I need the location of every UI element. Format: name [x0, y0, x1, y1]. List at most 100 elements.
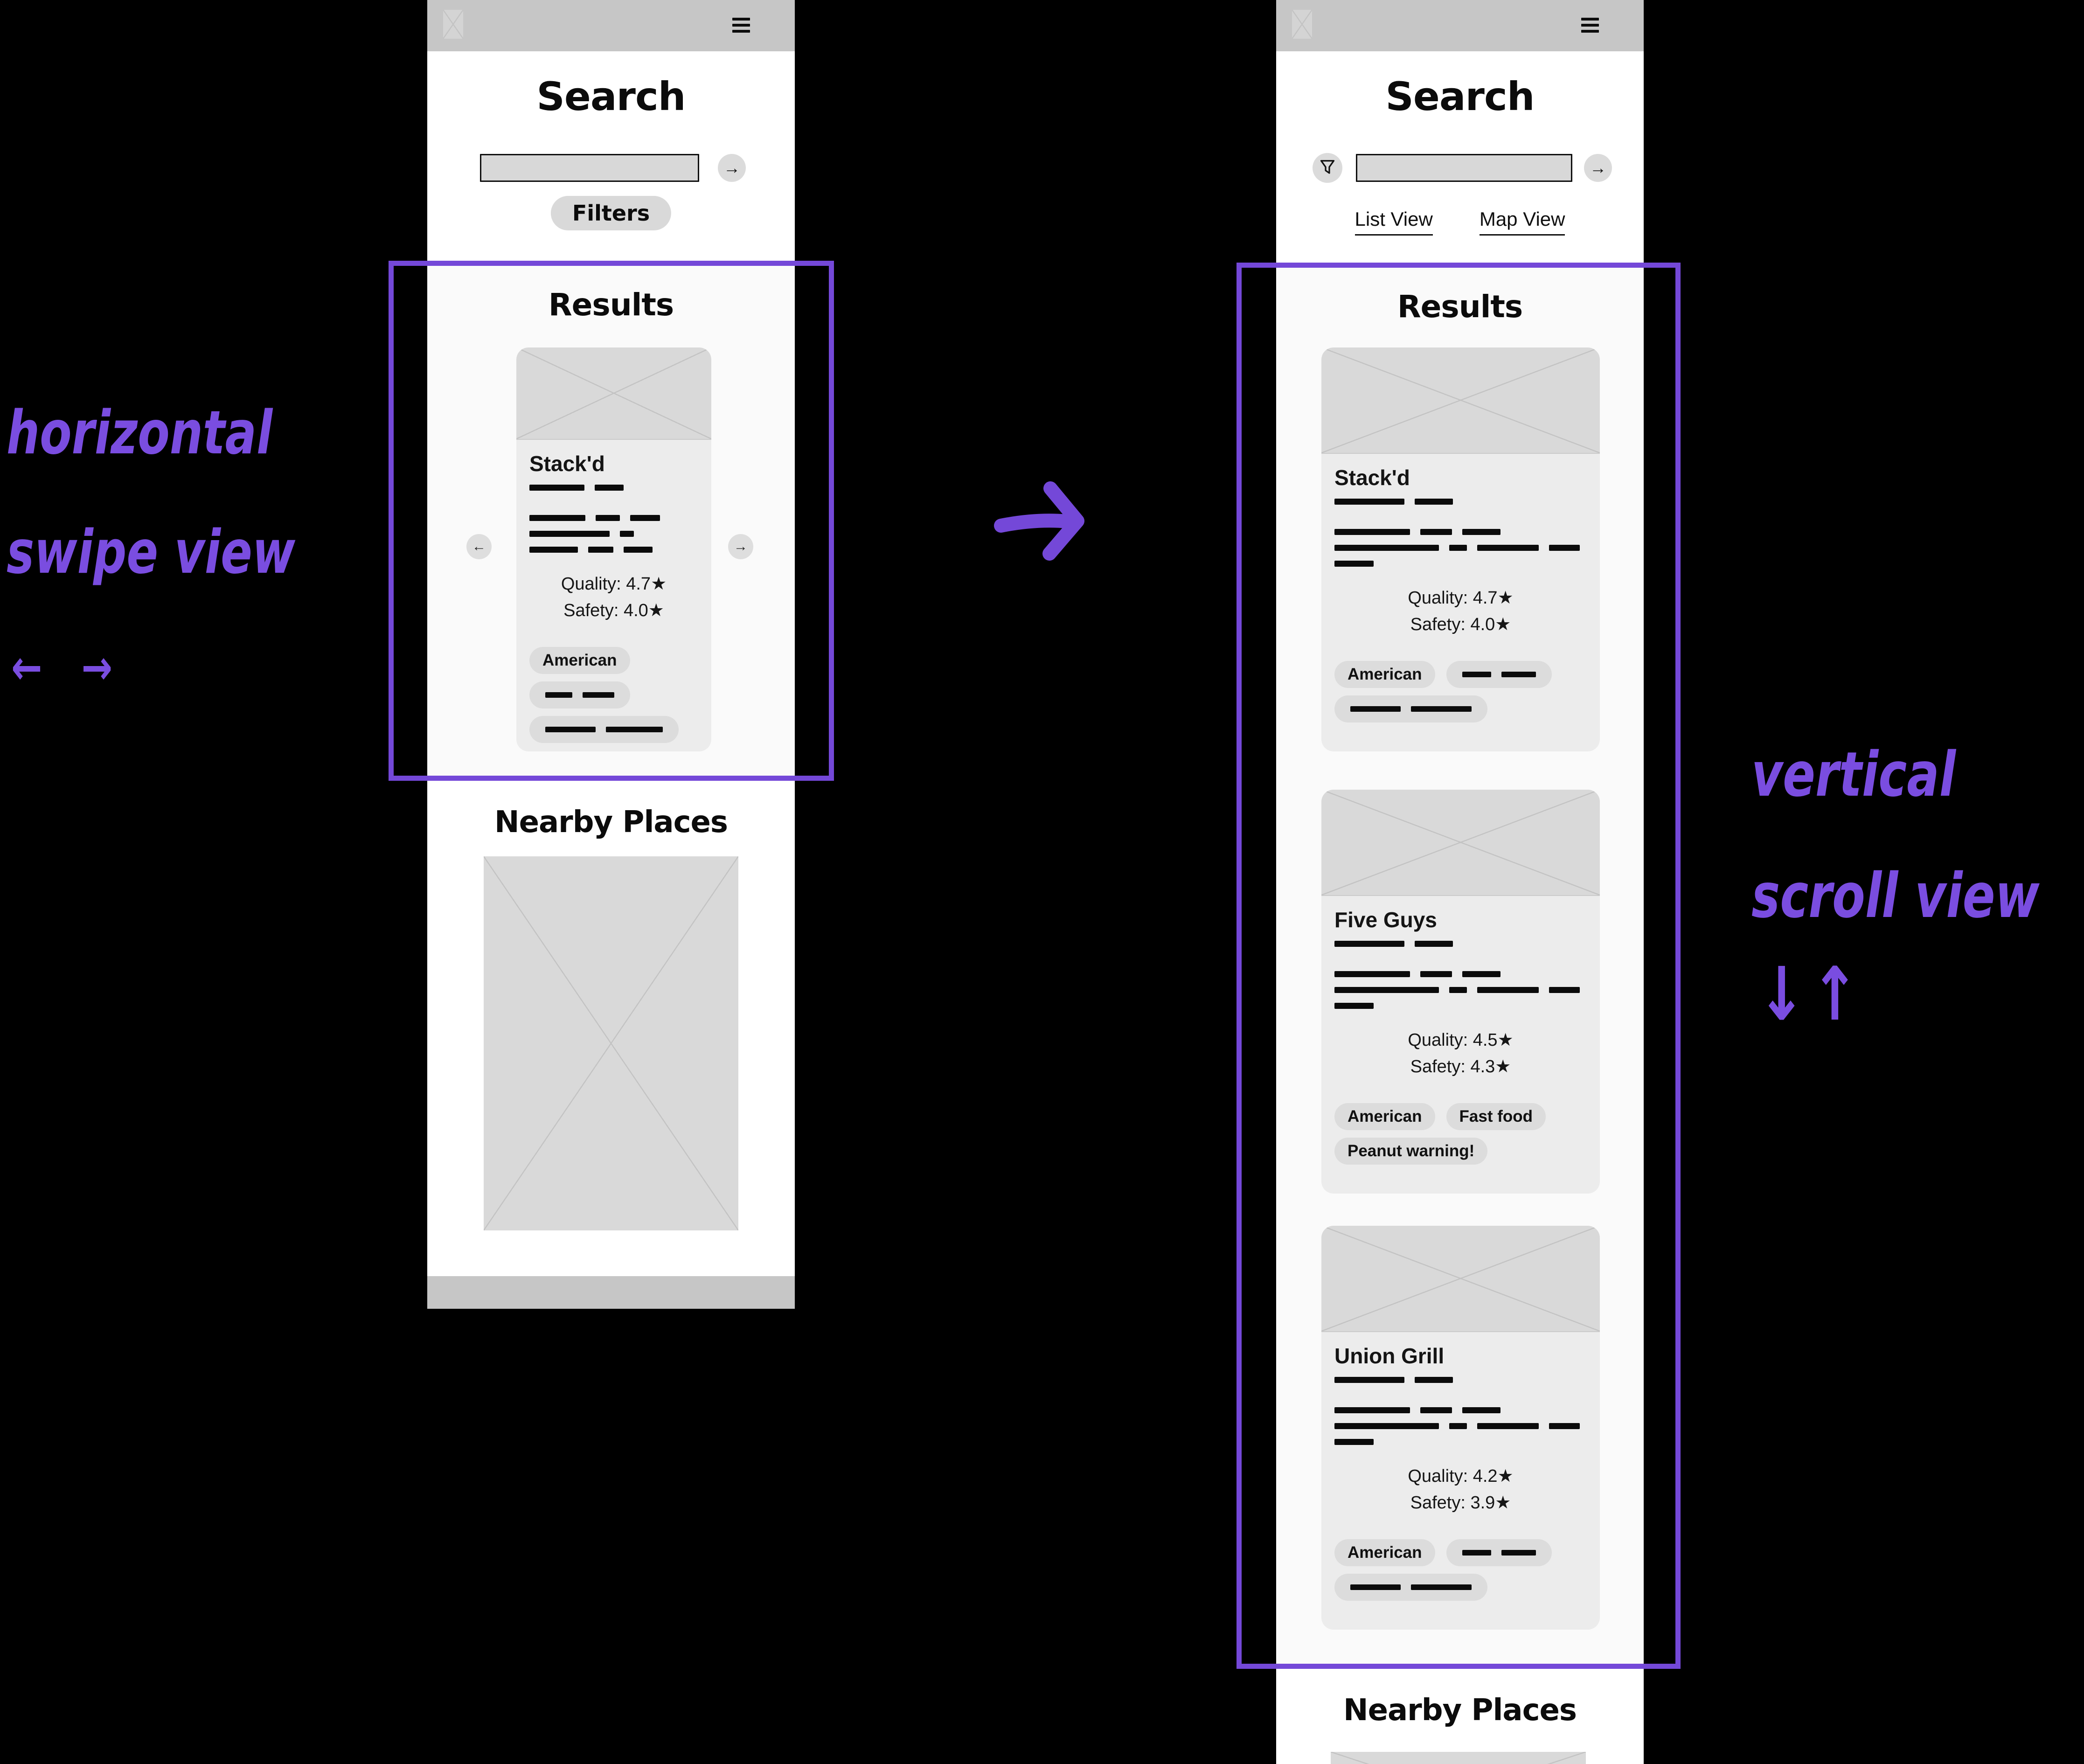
skeleton-bar [1334, 529, 1410, 535]
skeleton-bar [1415, 499, 1453, 505]
tag-row: American [529, 647, 698, 674]
nearby-places-title: Nearby Places [1343, 1693, 1577, 1728]
skeleton-bar [1334, 1407, 1410, 1413]
skeleton-line [1334, 499, 1587, 505]
skeleton-line [1334, 545, 1587, 551]
search-submit-button[interactable]: → [1584, 154, 1612, 182]
skeleton-bar [1334, 561, 1374, 567]
skeleton-bar [529, 515, 585, 521]
skeleton-paragraph [1334, 971, 1587, 1009]
skeleton-bar [545, 692, 572, 698]
tag-placeholder [1334, 695, 1487, 722]
skeleton-bar [1501, 672, 1536, 677]
tag-peanut-warning-: Peanut warning! [1334, 1138, 1488, 1165]
skeleton-line [1334, 941, 1587, 947]
skeleton-bar [1549, 545, 1580, 551]
skeleton-bar [1420, 971, 1452, 977]
skeleton-bar [630, 515, 660, 521]
tag-list: American [1334, 1539, 1587, 1601]
tag-row [1334, 1574, 1587, 1601]
card-image-placeholder [1321, 1226, 1600, 1332]
skeleton-bar [1334, 545, 1439, 551]
menu-hamburger-icon[interactable] [1581, 18, 1599, 33]
filters-button[interactable]: Filters [550, 196, 672, 230]
map-view-link[interactable]: Map View [1479, 208, 1565, 236]
safety-rating: Safety: 4.0★ [563, 601, 664, 620]
card-title: Stack'd [529, 451, 605, 476]
top-app-bar [427, 0, 795, 51]
skeleton-bar [1549, 1423, 1580, 1429]
filter-button[interactable] [1313, 153, 1342, 183]
skeleton-bar [1411, 706, 1472, 712]
annotation-horizontal: horizontal [7, 398, 273, 468]
image-placeholder-icon [443, 10, 463, 39]
skeleton-line [1334, 987, 1587, 993]
skeleton-bar [529, 485, 584, 491]
search-submit-button[interactable]: → [718, 154, 746, 182]
tag-american: American [529, 647, 630, 674]
skeleton-bar [545, 727, 596, 732]
tag-fast-food: Fast food [1446, 1103, 1546, 1130]
skeleton-bar [1334, 499, 1404, 505]
nearby-map-placeholder [484, 856, 738, 1230]
skeleton-bar [583, 692, 614, 698]
results-title: Results [548, 287, 674, 323]
search-input[interactable] [1356, 154, 1572, 182]
skeleton-bar [1549, 987, 1580, 993]
skeleton-bar [1350, 1584, 1401, 1590]
carousel-next-button[interactable]: → [728, 534, 753, 559]
skeleton-line [1334, 1407, 1587, 1413]
safety-rating: Safety: 3.9★ [1410, 1493, 1511, 1513]
skeleton-bar [529, 547, 578, 553]
phone-screen-scroll: Search → List View Map View Results Stac… [1276, 0, 1644, 1764]
card-title: Five Guys [1334, 908, 1437, 932]
carousel-prev-button[interactable]: ← [466, 534, 492, 559]
swipe-region-outline [389, 261, 834, 781]
skeleton-line [529, 515, 698, 521]
skeleton-bar [606, 727, 663, 732]
funnel-icon [1320, 160, 1335, 174]
tag-row [529, 716, 698, 743]
tag-american: American [1334, 661, 1435, 688]
skeleton-bar [1415, 1377, 1453, 1383]
skeleton-bar [1415, 941, 1453, 947]
search-input[interactable] [480, 154, 699, 182]
scroll-region-outline [1237, 263, 1681, 1669]
skeleton-bar [1462, 1407, 1500, 1413]
skeleton-line [1334, 529, 1587, 535]
ratings-block: Quality: 4.5★ Safety: 4.3★ [1334, 1029, 1587, 1077]
skeleton-line [529, 547, 698, 553]
skeleton-line [1334, 1377, 1587, 1383]
list-view-link[interactable]: List View [1355, 208, 1433, 236]
skeleton-bar [588, 547, 613, 553]
quality-rating: Quality: 4.5★ [1408, 1030, 1514, 1050]
safety-rating: Safety: 4.3★ [1410, 1057, 1511, 1076]
skeleton-bar [1334, 971, 1410, 977]
skeleton-bar [1462, 1550, 1491, 1556]
page-title: Search [536, 74, 686, 119]
tag-placeholder [1446, 1539, 1552, 1566]
flow-right-arrow-icon [994, 481, 1084, 561]
tag-row [1334, 695, 1587, 722]
tag-placeholder [1334, 1574, 1487, 1601]
skeleton-bar [1334, 1003, 1374, 1009]
skeleton-bar [1462, 971, 1500, 977]
tag-list: American [1334, 661, 1587, 722]
quality-rating: Quality: 4.7★ [561, 574, 667, 594]
menu-hamburger-icon[interactable] [732, 18, 750, 33]
skeleton-line [1334, 1423, 1587, 1429]
skeleton-bar [1477, 1423, 1539, 1429]
skeleton-bar [1477, 987, 1539, 993]
ratings-block: Quality: 4.7★Safety: 4.0★ [1334, 587, 1587, 635]
tag-row: Peanut warning! [1334, 1138, 1587, 1165]
